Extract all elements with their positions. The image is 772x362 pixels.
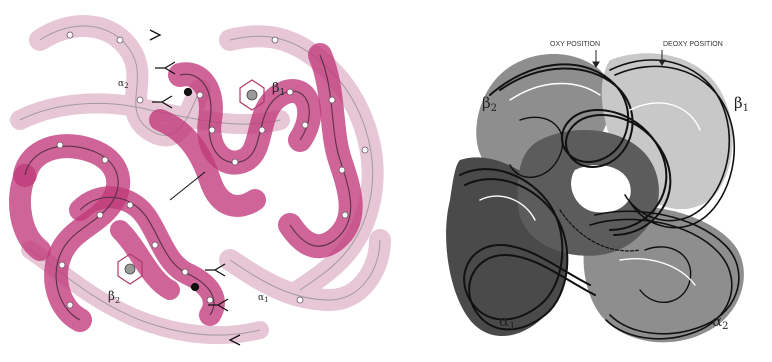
subunit-lobes bbox=[446, 53, 744, 342]
label-beta2: β2 bbox=[108, 289, 120, 305]
oxy-deoxy-comparison: OXY POSITION DEOXY POSITION β2 β1 α1 α2 bbox=[400, 0, 772, 362]
oxy-arrow bbox=[593, 50, 599, 67]
tube-model-drawing: β1 β2 α2 α1 bbox=[0, 0, 400, 362]
beta2-chain-tube-left bbox=[20, 175, 40, 250]
hemoglobin-tube-model: β1 β2 α2 α1 bbox=[0, 0, 400, 362]
label-deoxy-position: DEOXY POSITION bbox=[663, 41, 723, 48]
label-beta1: β1 bbox=[734, 94, 749, 114]
superposition-drawing: OXY POSITION DEOXY POSITION β2 β1 α1 α2 bbox=[400, 0, 772, 362]
label-oxy-position: OXY POSITION bbox=[550, 41, 600, 48]
